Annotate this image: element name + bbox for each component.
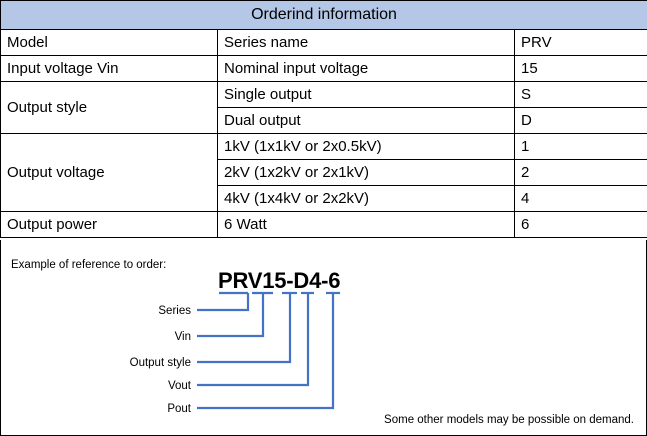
table-row: Model Series name PRV [0,29,647,56]
table-body: Model Series name PRV Input voltage Vin … [0,29,647,238]
table-row: 4kV (1x4kV or 2x2kV) 4 [1,185,647,212]
cell-code: 1 [513,133,647,160]
cell-code: 4 [513,185,647,212]
cell-code: 6 [513,211,647,238]
table-row: Output style Single output S [0,81,647,134]
ordering-information-table: Orderind information Model Series name P… [0,0,647,238]
callout-label-series: Series [158,305,191,317]
cell-parameter: Output power [0,211,218,238]
cell-code: 15 [513,55,647,82]
callout-label-vout: Vout [167,380,191,392]
cell-code: S [513,81,647,108]
cell-description: 6 Watt [217,211,515,238]
cell-code: PRV [513,29,647,56]
example-caption: Example of reference to order: [11,259,167,271]
leader-pout [197,293,335,410]
example-panel: Example of reference to order: PRV15-D4-… [0,240,647,436]
leader-series [197,293,250,312]
leader-vin [197,293,265,338]
cell-parameter: Input voltage Vin [0,55,218,82]
cell-description: 2kV (1x2kV or 2x1kV) [217,159,515,186]
cell-description: Nominal input voltage [217,55,515,82]
cell-description: Single output [217,81,515,108]
cell-description: 4kV (1x4kV or 2x2kV) [217,185,515,212]
example-footnote: Some other models may be possible on dem… [384,414,634,426]
cell-code: D [513,107,647,134]
cell-code: 2 [513,159,647,186]
table-row: Output power 6 Watt 6 [0,211,647,238]
example-part-number: PRV15-D4-6 [218,269,341,293]
table-title-row: Orderind information [0,0,647,30]
table-row: Output voltage 1kV (1x1kV or 2x0.5kV) 1 [0,133,647,212]
leader-vout [197,293,310,387]
cell-parameter: Output voltage [0,133,218,212]
cell-parameter: Output style [0,81,218,134]
table-row: Input voltage Vin Nominal input voltage … [0,55,647,82]
callout-label-pout: Pout [167,403,191,415]
table-row: Dual output D [1,107,647,134]
leader-output-style [197,293,292,364]
cell-description: Series name [217,29,515,56]
cell-description: 1kV (1x1kV or 2x0.5kV) [217,133,515,160]
callout-label-vin: Vin [174,331,191,343]
callout-label-output-style: Output style [129,357,191,369]
cell-parameter: Model [0,29,218,56]
cell-description: Dual output [217,107,515,134]
table-title: Orderind information [0,0,647,30]
